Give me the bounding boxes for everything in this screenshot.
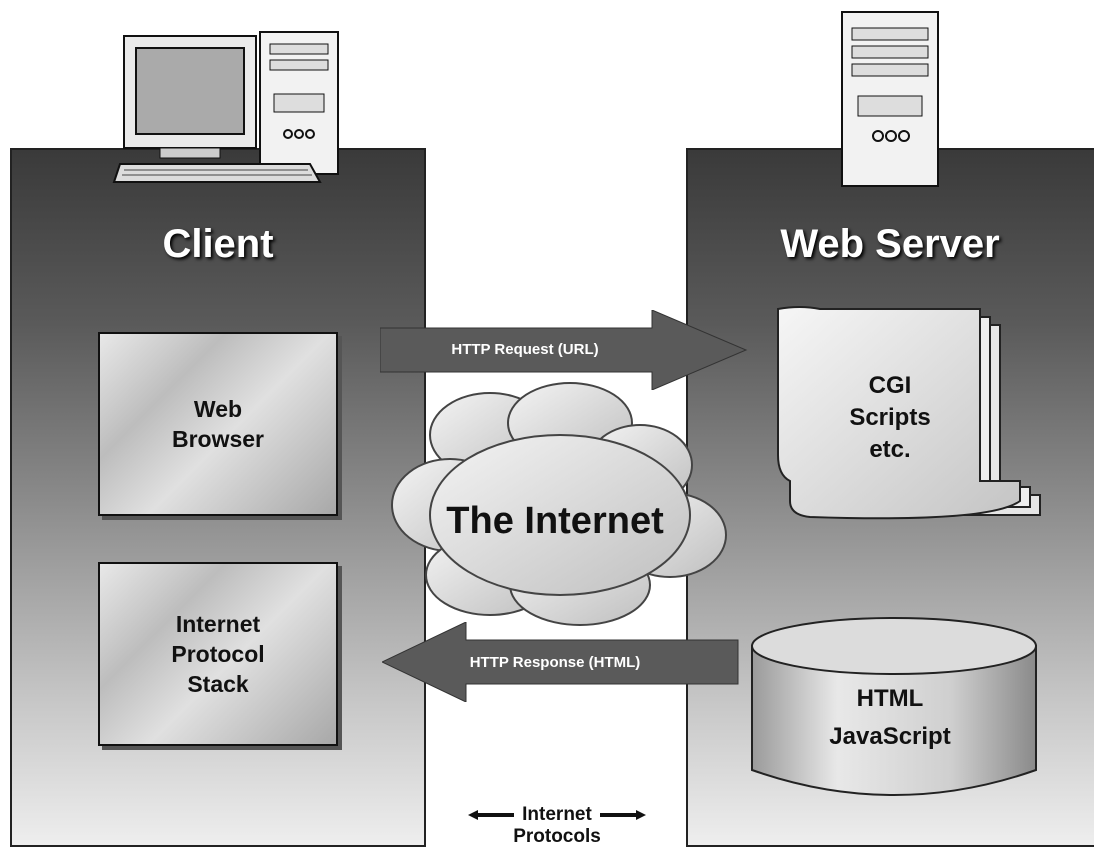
database-line1: HTML: [856, 685, 924, 712]
database-line2: JavaScript: [829, 723, 951, 750]
internet-protocols-label: Internet Protocols: [432, 804, 682, 848]
protocol-stack-label-line2: Protocol: [171, 641, 265, 667]
internet-cloud-icon: [391, 382, 727, 626]
protocols-line2: Protocols: [513, 826, 601, 847]
web-browser-label-line1: Web: [193, 396, 243, 422]
client-title: Client: [162, 222, 274, 266]
protocol-stack-label-line3: Stack: [187, 671, 249, 697]
http-response-label: HTTP Response (HTML): [469, 654, 641, 671]
cgi-scripts-label: CGI Scripts etc.: [790, 370, 990, 466]
protocol-stack-label-line1: Internet: [175, 611, 261, 637]
http-request-label: HTTP Request (URL): [451, 341, 599, 358]
desktop-computer-icon: [112, 31, 339, 183]
internet-cloud-label: The Internet: [446, 500, 664, 542]
protocol-stack-box: Internet Protocol Stack: [98, 562, 338, 746]
web-browser-label-line2: Browser: [171, 426, 265, 452]
database-cylinder-icon: [751, 617, 1037, 796]
web-browser-box: Web Browser: [98, 332, 338, 516]
http-request-arrow: [380, 310, 748, 390]
server-tower-icon: [841, 11, 939, 187]
cgi-scripts-line2: Scripts: [849, 404, 931, 431]
document-stack-icon: [777, 306, 1041, 520]
web-server-title: Web Server: [780, 222, 1000, 266]
http-response-arrow: [382, 622, 739, 702]
cgi-scripts-line3: etc.: [869, 436, 911, 463]
right-arrow-icon: [599, 810, 646, 820]
cgi-scripts-line1: CGI: [868, 372, 912, 399]
left-arrow-icon: [468, 810, 515, 820]
html-javascript-label: HTML JavaScript: [760, 680, 1020, 756]
protocols-line1: Internet: [522, 804, 592, 825]
